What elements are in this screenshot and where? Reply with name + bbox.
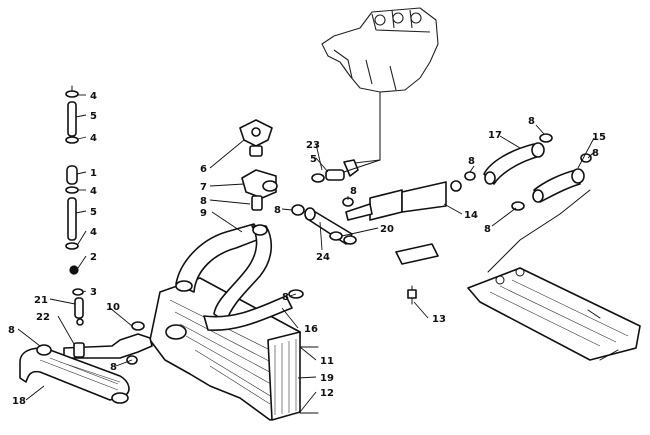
callout-label: 8	[282, 292, 289, 303]
callout-label: 6	[200, 164, 207, 175]
callout-labels: 4 5 4 1 4 5 4 2 3 21 22 8 10 8 18 6 7 8 …	[8, 91, 606, 407]
callout-label: 13	[432, 314, 446, 325]
callout-label: 8	[200, 196, 207, 207]
callout-label: 8	[8, 325, 15, 336]
callout-label: 18	[12, 396, 26, 407]
callout-label: 5	[90, 111, 97, 122]
callout-label: 7	[200, 182, 207, 193]
callout-label: 22	[36, 312, 50, 323]
callout-label: 5	[310, 154, 317, 165]
callout-label: 5	[90, 207, 97, 218]
main-coolant-hoses	[165, 223, 304, 340]
callout-label: 23	[306, 140, 320, 151]
callout-label: 15	[592, 132, 606, 143]
callout-label: 19	[320, 373, 334, 384]
center-hose-and-fitting	[304, 180, 462, 305]
engine-outline	[321, 7, 439, 165]
callout-label: 9	[200, 208, 207, 219]
callout-label: 20	[380, 224, 394, 235]
callout-label: 16	[304, 324, 318, 335]
upper-right-hoses	[329, 133, 592, 241]
callout-label: 8	[592, 148, 599, 159]
callout-label: 12	[320, 388, 334, 399]
callout-label: 3	[90, 287, 97, 298]
callout-label: 1	[90, 168, 97, 179]
callout-label: 8	[528, 116, 535, 127]
lower-left-hose-assembly	[19, 321, 153, 404]
rear-heat-exchanger	[467, 189, 641, 361]
callout-label: 24	[316, 252, 330, 263]
callout-label: 17	[488, 130, 502, 141]
callout-label: 11	[320, 356, 334, 367]
callout-label: 8	[484, 224, 491, 235]
callout-label: 8	[274, 205, 281, 216]
callout-label: 4	[90, 91, 97, 102]
upper-connector	[311, 159, 381, 183]
bleed-hose-stack	[65, 85, 84, 326]
callout-label: 10	[106, 302, 120, 313]
leader-lines	[17, 94, 595, 413]
thermostat-housing	[239, 119, 305, 216]
callout-label: 4	[90, 133, 97, 144]
callout-label: 4	[90, 227, 97, 238]
callout-label: 8	[468, 156, 475, 167]
callout-label: 2	[90, 252, 97, 263]
callout-label: 14	[464, 210, 478, 221]
callout-label: 8	[110, 362, 117, 373]
callout-label: 8	[350, 186, 357, 197]
callout-label: 21	[34, 295, 48, 306]
callout-label: 4	[90, 186, 97, 197]
